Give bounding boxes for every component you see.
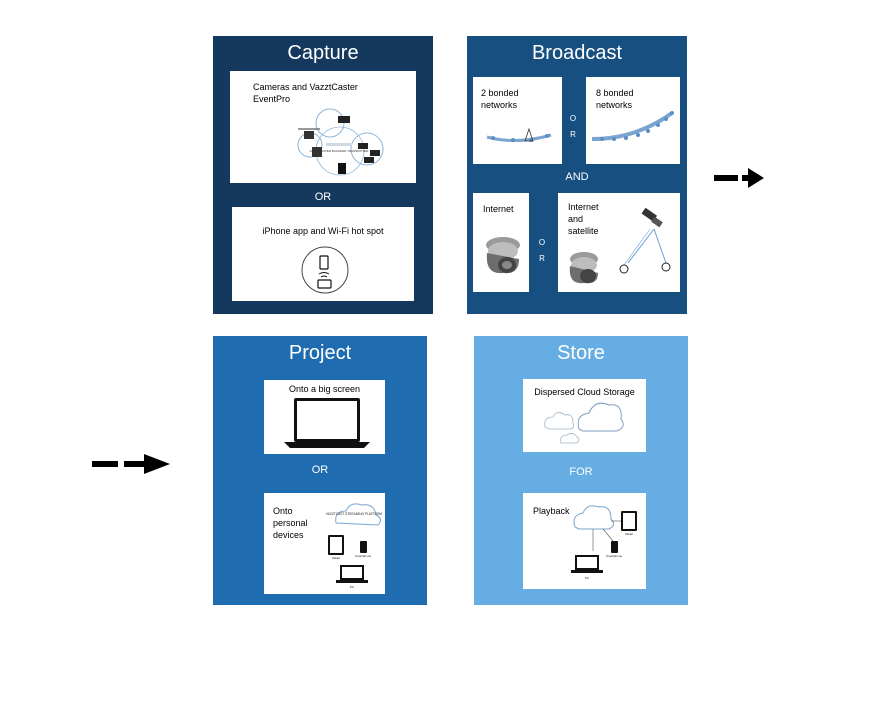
bonded-2-networks-icon bbox=[486, 127, 552, 143]
project-screen-text: Onto a big screen bbox=[288, 384, 361, 394]
broadcast-2-networks-card: 2 bonded networks bbox=[473, 77, 562, 164]
broadcast-or-vertical: O R bbox=[569, 114, 577, 139]
devices-cloud-icon: VAZZTCAST STREAMING PLATFORM Tablet Smar… bbox=[326, 503, 382, 589]
project-title: Project bbox=[288, 342, 352, 364]
capture-title: Capture bbox=[287, 42, 359, 64]
broadcast-title: Broadcast bbox=[531, 42, 623, 64]
satellite-icon bbox=[569, 207, 671, 284]
arrow-right-icon bbox=[714, 168, 764, 188]
capture-diagram-label: VAZZTCASTER BACKEND TRANSMITTER bbox=[310, 149, 370, 153]
broadcast-8-networks-text: 8 bonded networks bbox=[596, 88, 634, 110]
project-phone-label: Smartphone bbox=[355, 554, 372, 558]
arrow-left-entry-icon bbox=[92, 454, 170, 474]
store-playback-card: Playback Tablet Smartphone PC bbox=[523, 493, 646, 589]
phone-hotspot-icon bbox=[301, 246, 349, 294]
store-playback-text: Playback bbox=[533, 506, 570, 516]
broadcast-and: AND bbox=[565, 171, 589, 183]
store-cloud-text: Dispersed Cloud Storage bbox=[534, 387, 635, 397]
internet-cloud-icon bbox=[486, 237, 520, 274]
broadcast-or-vertical-2: O R bbox=[538, 238, 546, 263]
bonded-8-networks-icon bbox=[591, 111, 674, 141]
capture-or: OR bbox=[314, 191, 332, 203]
store-title: Store bbox=[557, 342, 605, 364]
store-panel: Store Dispersed Cloud Storage FOR Playba… bbox=[474, 336, 688, 605]
capture-panel: Capture Cameras and VazztCaster EventPro… bbox=[213, 36, 433, 314]
broadcast-satellite-card: Internet and satellite bbox=[558, 193, 680, 292]
broadcast-8-networks-card: 8 bonded networks bbox=[586, 77, 680, 164]
store-pc-label: PC bbox=[585, 576, 590, 580]
broadcast-internet-card: Internet bbox=[473, 193, 529, 292]
playback-devices-icon: Tablet Smartphone PC bbox=[571, 505, 637, 580]
project-pc-label: PC bbox=[350, 585, 355, 589]
broadcast-panel: Broadcast 2 bonded networks O R 8 bonded… bbox=[467, 36, 687, 314]
project-screen-card: Onto a big screen bbox=[264, 380, 385, 454]
capture-cameras-card: Cameras and VazztCaster EventPro VAZZTCA… bbox=[230, 71, 416, 183]
capture-iphone-card: iPhone app and Wi-Fi hot spot bbox=[232, 207, 414, 301]
project-tablet-label: Tablet bbox=[332, 556, 340, 560]
broadcast-2-networks-text: 2 bonded networks bbox=[481, 88, 519, 110]
project-or: OR bbox=[311, 464, 329, 476]
project-panel: Project Onto a big screen OR Onto person… bbox=[213, 336, 427, 605]
laptop-icon bbox=[284, 398, 370, 448]
camera-network-diagram: VAZZTCASTER BACKEND TRANSMITTER bbox=[297, 108, 384, 176]
store-tablet-label: Tablet bbox=[625, 532, 633, 536]
project-devices-text: Onto personal devices bbox=[273, 506, 308, 540]
project-cloud-label: VAZZTCAST STREAMING PLATFORM bbox=[326, 512, 382, 516]
cloud-storage-icon bbox=[544, 402, 624, 444]
project-devices-card: Onto personal devices VAZZTCAST STREAMIN… bbox=[264, 493, 385, 594]
broadcast-internet-text: Internet bbox=[483, 204, 514, 214]
capture-cameras-text: Cameras and VazztCaster EventPro bbox=[253, 82, 358, 104]
store-phone-label: Smartphone bbox=[606, 554, 623, 558]
capture-iphone-text: iPhone app and Wi-Fi hot spot bbox=[262, 226, 384, 236]
store-cloud-card: Dispersed Cloud Storage bbox=[523, 379, 646, 452]
broadcast-satellite-text: Internet and satellite bbox=[568, 202, 599, 236]
store-for: FOR bbox=[569, 466, 593, 478]
